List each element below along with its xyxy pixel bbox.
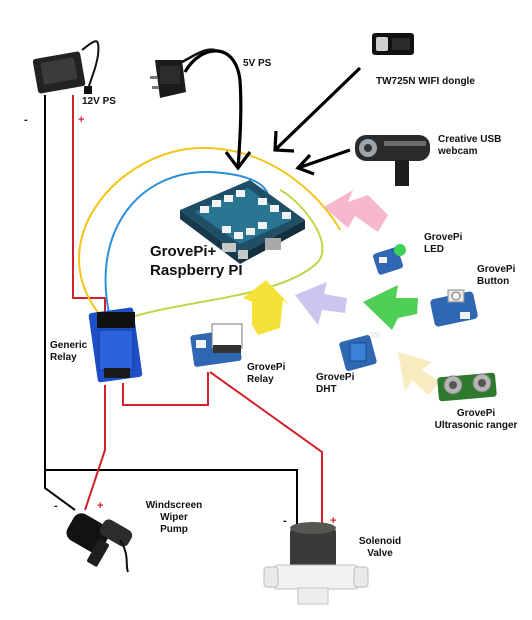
- arrow-relay-yellow: [243, 280, 290, 335]
- label-led-line1: GrovePi: [424, 232, 463, 243]
- label-button-line1: GrovePi: [477, 264, 516, 275]
- grove-ultrasonic-ranger-module: [437, 372, 497, 402]
- arrow-dht: [295, 282, 347, 325]
- arrow-webcam: [297, 148, 351, 170]
- polarity-pump-negative: -: [54, 500, 58, 512]
- power-supply-5v-icon: [150, 48, 216, 98]
- label-pump-line1: Windscreen: [145, 500, 203, 511]
- label-grovepi-raspberry-pi: GrovePi+ Raspberry PI: [150, 242, 243, 280]
- label-grovepi-ultrasonic-ranger: GrovePi Ultrasonic ranger: [420, 408, 532, 432]
- label-windscreen-wiper-pump: Windscreen Wiper Pump: [138, 500, 210, 536]
- label-pump-line3: Pump: [160, 524, 188, 535]
- positive-wire-ps-to-relay: [72, 95, 106, 312]
- arrow-button: [363, 285, 418, 330]
- arrow-wifi-head: [273, 130, 295, 153]
- label-wifi-dongle: TW725N WIFI dongle: [376, 76, 475, 87]
- grove-dht-module: [339, 332, 380, 371]
- grove-led-module: [373, 244, 406, 275]
- ground-wire-main: [44, 95, 298, 530]
- sensor-arrows: [243, 190, 440, 395]
- label-grovepi-line2: Raspberry PI: [150, 262, 243, 279]
- polarity-ps-negative: -: [24, 114, 28, 126]
- arrow-led: [324, 190, 388, 232]
- positive-wire-relay-to-pump: [84, 385, 106, 511]
- signal-cables: [78, 146, 341, 323]
- label-dht-line2: DHT: [316, 384, 337, 395]
- arrow-webcam-head: [295, 153, 315, 176]
- ground-wires: [44, 95, 298, 530]
- cable-yellow: [78, 146, 341, 316]
- cable-green: [117, 189, 324, 323]
- label-led-line2: LED: [424, 244, 444, 255]
- label-generic-relay-line2: Relay: [50, 352, 77, 363]
- label-grove-relay-line2: Relay: [247, 374, 274, 385]
- polarity-valve-positive: +: [330, 515, 337, 527]
- label-grove-relay-line1: GrovePi: [247, 362, 286, 373]
- label-grovepi-line1: GrovePi+: [150, 243, 217, 260]
- positive-wire-to-valve: [209, 371, 323, 530]
- label-5v-ps: 5V PS: [243, 58, 272, 69]
- webcam-icon: [355, 135, 430, 186]
- positive-wire-relay-loop: [122, 372, 209, 406]
- label-ranger-line2: Ultrasonic ranger: [434, 420, 518, 431]
- usb-power-arrows: [183, 49, 362, 176]
- label-webcam-line2: webcam: [438, 146, 478, 157]
- power-supply-12v-icon: [32, 40, 100, 94]
- label-ranger-line1: GrovePi: [456, 408, 496, 419]
- label-grovepi-dht: GrovePi DHT: [316, 372, 354, 396]
- polarity-valve-negative: -: [283, 515, 287, 527]
- grove-button-module: [430, 289, 478, 327]
- arrow-ranger: [398, 352, 440, 395]
- label-grovepi-led: GrovePi LED: [424, 232, 462, 256]
- solenoid-valve-icon: [263, 522, 369, 605]
- label-generic-relay: Generic Relay: [50, 340, 87, 364]
- wifi-dongle-icon: [372, 33, 414, 55]
- label-12v-ps: 12V PS: [82, 96, 116, 107]
- cable-blue: [104, 170, 270, 319]
- grovepi-raspberry-pi-board: [180, 180, 305, 264]
- polarity-ps-positive: +: [78, 114, 85, 126]
- label-valve-line1: Solenoid: [358, 536, 402, 547]
- polarity-pump-positive: +: [97, 500, 104, 512]
- label-pump-line2: Wiper: [160, 512, 188, 523]
- arrow-5v-ps: [183, 49, 243, 169]
- label-webcam: Creative USB webcam: [438, 134, 501, 158]
- label-webcam-line1: Creative USB: [438, 134, 502, 145]
- label-generic-relay-line1: Generic: [50, 340, 88, 351]
- ground-wire-pump: [44, 470, 76, 511]
- generic-relay-module: [88, 307, 143, 383]
- label-solenoid-valve: Solenoid Valve: [352, 536, 408, 560]
- grove-relay-module: [190, 323, 243, 367]
- windscreen-wiper-pump-icon: [66, 513, 133, 573]
- label-grovepi-button: GrovePi Button: [477, 264, 515, 288]
- label-button-line2: Button: [477, 276, 510, 287]
- label-grovepi-relay: GrovePi Relay: [247, 362, 285, 386]
- arrow-5v-ps-head: [224, 151, 252, 171]
- label-valve-line2: Valve: [367, 548, 393, 559]
- label-dht-line1: GrovePi: [316, 372, 355, 383]
- arrow-wifi: [273, 66, 362, 152]
